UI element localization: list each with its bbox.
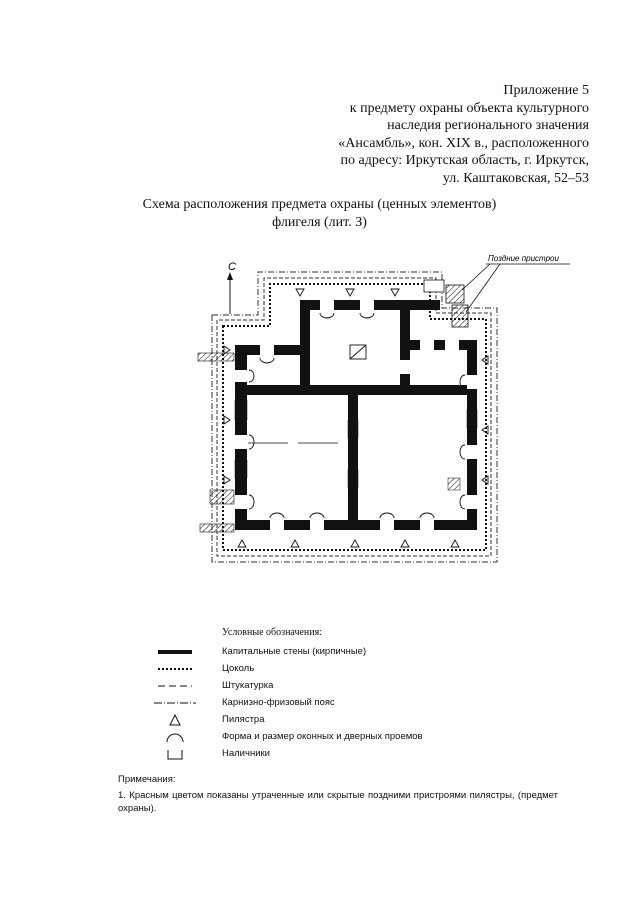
annex-block-1	[445, 284, 465, 304]
legend-item-capital-walls: Капитальные стены (кирпичные)	[150, 644, 480, 661]
notes-text: 1. Красным цветом показаны утраченные ил…	[118, 790, 558, 814]
legend-label: Пилястра	[222, 714, 265, 725]
plaster-outline	[216, 277, 492, 557]
opening-arcs	[248, 312, 466, 519]
legend-item-cornice: Карнизно-фризовый пояс	[150, 695, 480, 712]
arc-icon	[166, 733, 184, 743]
scheme-title-line-1: Схема расположения предмета охраны (ценн…	[142, 197, 497, 212]
legend-item-openings: Форма и размер оконных и дверных проемов	[150, 729, 480, 746]
bracket-icon	[167, 750, 183, 760]
dotted-line-icon	[158, 668, 192, 670]
legend-label: Наличники	[222, 748, 270, 759]
legend-item-architraves: Наличники	[150, 746, 480, 763]
header-line-4: «Ансамбль», кон. XIX в., расположенного	[338, 135, 589, 151]
annex-leader-1	[461, 263, 491, 291]
legend: Капитальные стены (кирпичные) Цоколь Шту…	[150, 644, 480, 763]
legend-label: Капитальные стены (кирпичные)	[222, 646, 367, 657]
appendix-header: Приложение 5 к предмету охраны объекта к…	[209, 82, 589, 187]
legend-title: Условные обозначения:	[222, 627, 323, 638]
legend-label: Цоколь	[222, 663, 255, 674]
annex-leader-2	[465, 263, 501, 313]
annex-block-3	[423, 279, 445, 293]
legend-item-plaster: Штукатурка	[150, 678, 480, 695]
pilasters	[223, 288, 489, 548]
header-line-5: по адресу: Иркутская область, г. Иркутск…	[340, 153, 589, 168]
legend-label: Штукатурка	[222, 680, 274, 691]
scheme-title: Схема расположения предмета охраны (ценн…	[0, 196, 639, 232]
plinth-outline	[222, 283, 487, 551]
header-line-2: к предмету охраны объекта культурного	[349, 100, 589, 116]
header-line-1: Приложение 5	[503, 83, 589, 98]
legend-label: Форма и размер оконных и дверных проемов	[222, 731, 423, 742]
legend-label: Карнизно-фризовый пояс	[222, 697, 335, 708]
north-label: С	[228, 261, 236, 273]
dash-dot-line-icon	[154, 702, 196, 704]
legend-item-pilaster: Пилястра	[150, 712, 480, 729]
wall-openings	[235, 300, 477, 530]
entrance-steps	[197, 352, 235, 533]
annex-label: Поздние пристрои	[488, 254, 560, 263]
legend-item-plinth: Цоколь	[150, 661, 480, 678]
capital-walls	[235, 300, 477, 530]
annex-block-2	[451, 304, 469, 328]
floor-plan: С Поздние пристрои	[197, 254, 570, 563]
notes-title: Примечания:	[118, 774, 176, 785]
header-line-3: наследия регионального значения	[387, 118, 589, 133]
header-line-6: ул. Каштаковская, 52–53	[442, 170, 589, 186]
north-arrow-head	[227, 272, 233, 280]
dashed-line-icon	[158, 685, 192, 687]
triangle-icon	[169, 713, 181, 726]
thick-line-icon	[158, 650, 192, 654]
scheme-title-line-2: флигеля (лит. З)	[272, 215, 367, 230]
cornice-outline	[211, 271, 498, 563]
wall-hatched-segments	[234, 399, 478, 491]
